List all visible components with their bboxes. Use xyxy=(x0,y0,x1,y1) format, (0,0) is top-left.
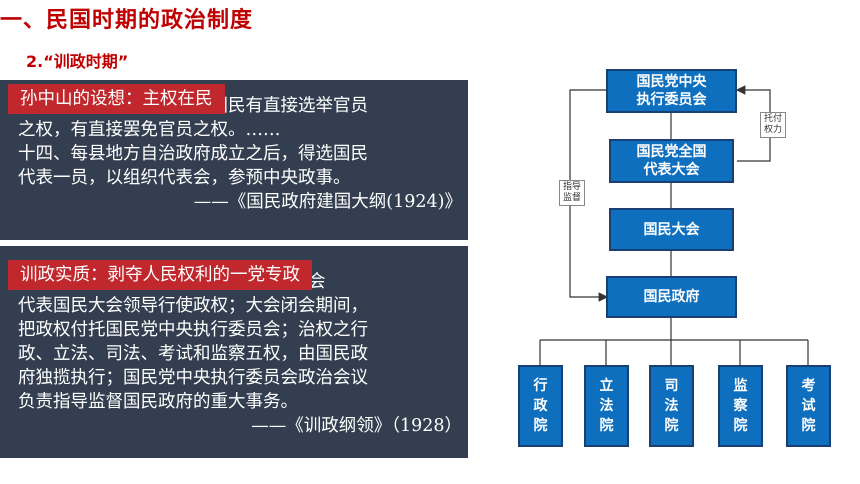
node-label: 国民大会 xyxy=(643,221,700,238)
panel-tag-essence: 训政实质：剥夺人民权利的一党专政 xyxy=(8,260,312,290)
quote-line: 代表国民大会领导行使政权；大会闭会期间， xyxy=(18,296,368,316)
label-entrust-power: 托付权力 xyxy=(760,112,786,138)
quote-line: 十四、每县地方自治政府成立之后，得选国民 xyxy=(18,144,368,164)
node-label: 立法院 xyxy=(599,378,614,434)
node-judicial-yuan: 司法院 xyxy=(649,365,694,447)
node-label: 代表大会 xyxy=(643,162,700,178)
node-label: 考试院 xyxy=(801,378,816,434)
label-guide-supervise: 指导监督 xyxy=(559,180,585,206)
node-national-assembly: 国民大会 xyxy=(609,208,734,251)
quote-source: ——《训政纲领》（1928） xyxy=(251,416,462,436)
quote-line: 政、立法、司法、考试和监察五权，由国民政 xyxy=(18,344,368,364)
quote-line: 把政权付托国民党中央执行委员会；治权之行 xyxy=(18,320,368,340)
node-kmt-central-executive-committee: 国民党中央 执行委员会 xyxy=(606,69,737,113)
node-label: 国民政府 xyxy=(643,289,700,305)
node-kmt-national-congress: 国民党全国 代表大会 xyxy=(609,139,734,183)
node-label: 监察院 xyxy=(733,378,748,434)
node-control-yuan: 监察院 xyxy=(718,365,763,447)
quote-panel-jianguo-dagang: 九、一完全自治之县，其国民有直接选举官员 之权，有直接罢免官员之权。…… 十四、… xyxy=(0,80,468,240)
node-label: 国民党全国 xyxy=(636,144,707,160)
quote-line: 之权，有直接罢免官员之权。…… xyxy=(18,120,281,140)
quote-line: 代表一员，以组织代表会，参预中央政事。 xyxy=(18,168,351,188)
node-legislative-yuan: 立法院 xyxy=(584,365,629,447)
node-examination-yuan: 考试院 xyxy=(786,365,831,447)
node-label: 执行委员会 xyxy=(636,92,707,108)
node-label: 司法院 xyxy=(664,378,679,434)
node-executive-yuan: 行政院 xyxy=(518,365,563,447)
panel-tag-sun-idea: 孙中山的设想：主权在民 xyxy=(8,84,225,114)
node-label: 行政院 xyxy=(533,378,548,434)
quote-line: 负责指导监督国民政府的重大事务。 xyxy=(18,392,298,412)
section-subtitle: 2.“训政时期” xyxy=(26,52,129,71)
node-label: 国民党中央 xyxy=(636,74,707,90)
node-national-government: 国民政府 xyxy=(606,276,737,318)
quote-line: 府独揽执行；国民党中央执行委员会政治会议 xyxy=(18,368,368,388)
quote-source: ——《国民政府建国大纲(1924)》 xyxy=(193,192,462,212)
page-title: 一、民国时期的政治制度 xyxy=(0,8,254,33)
